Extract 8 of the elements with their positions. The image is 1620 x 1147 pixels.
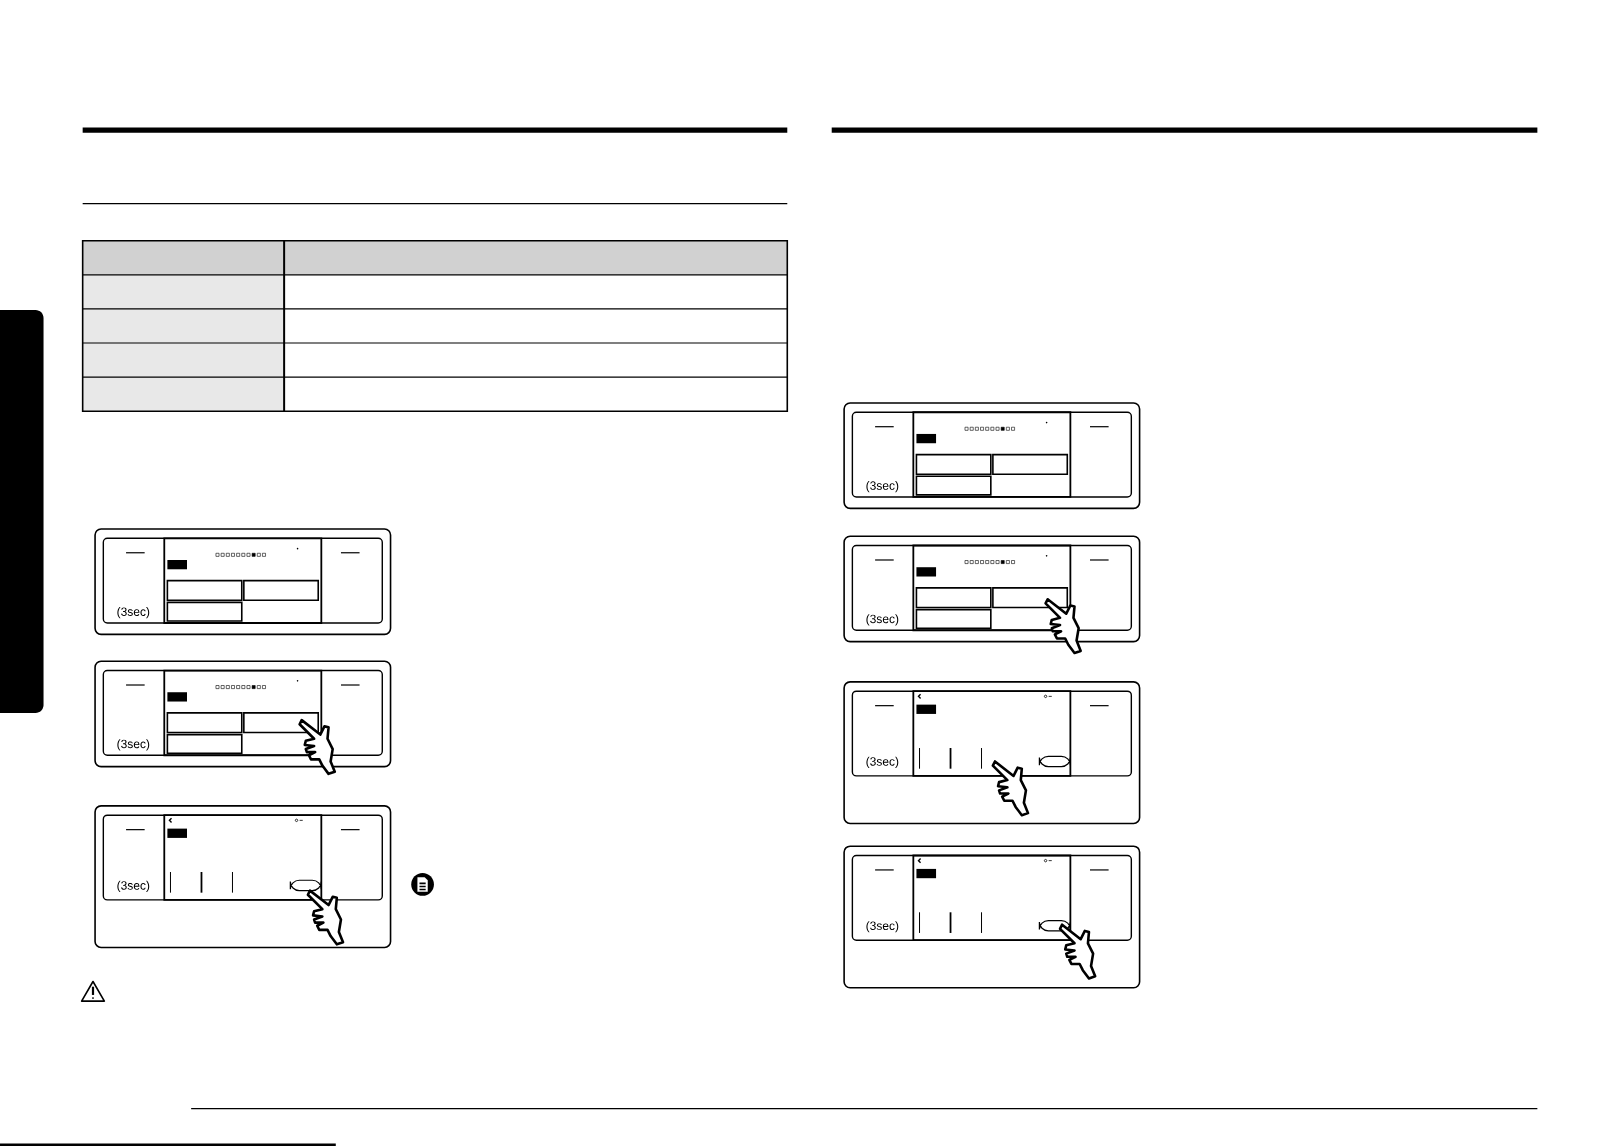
hold-label: (3sec) [866,921,899,933]
hold-label: (3sec) [866,481,899,493]
hold-label: (3sec) [866,614,899,626]
section-tab [0,310,44,713]
hold-label: (3sec) [866,756,899,769]
hold-label: (3sec) [117,607,150,619]
hold-label: (3sec) [117,739,150,751]
hold-label: (3sec) [117,880,150,893]
